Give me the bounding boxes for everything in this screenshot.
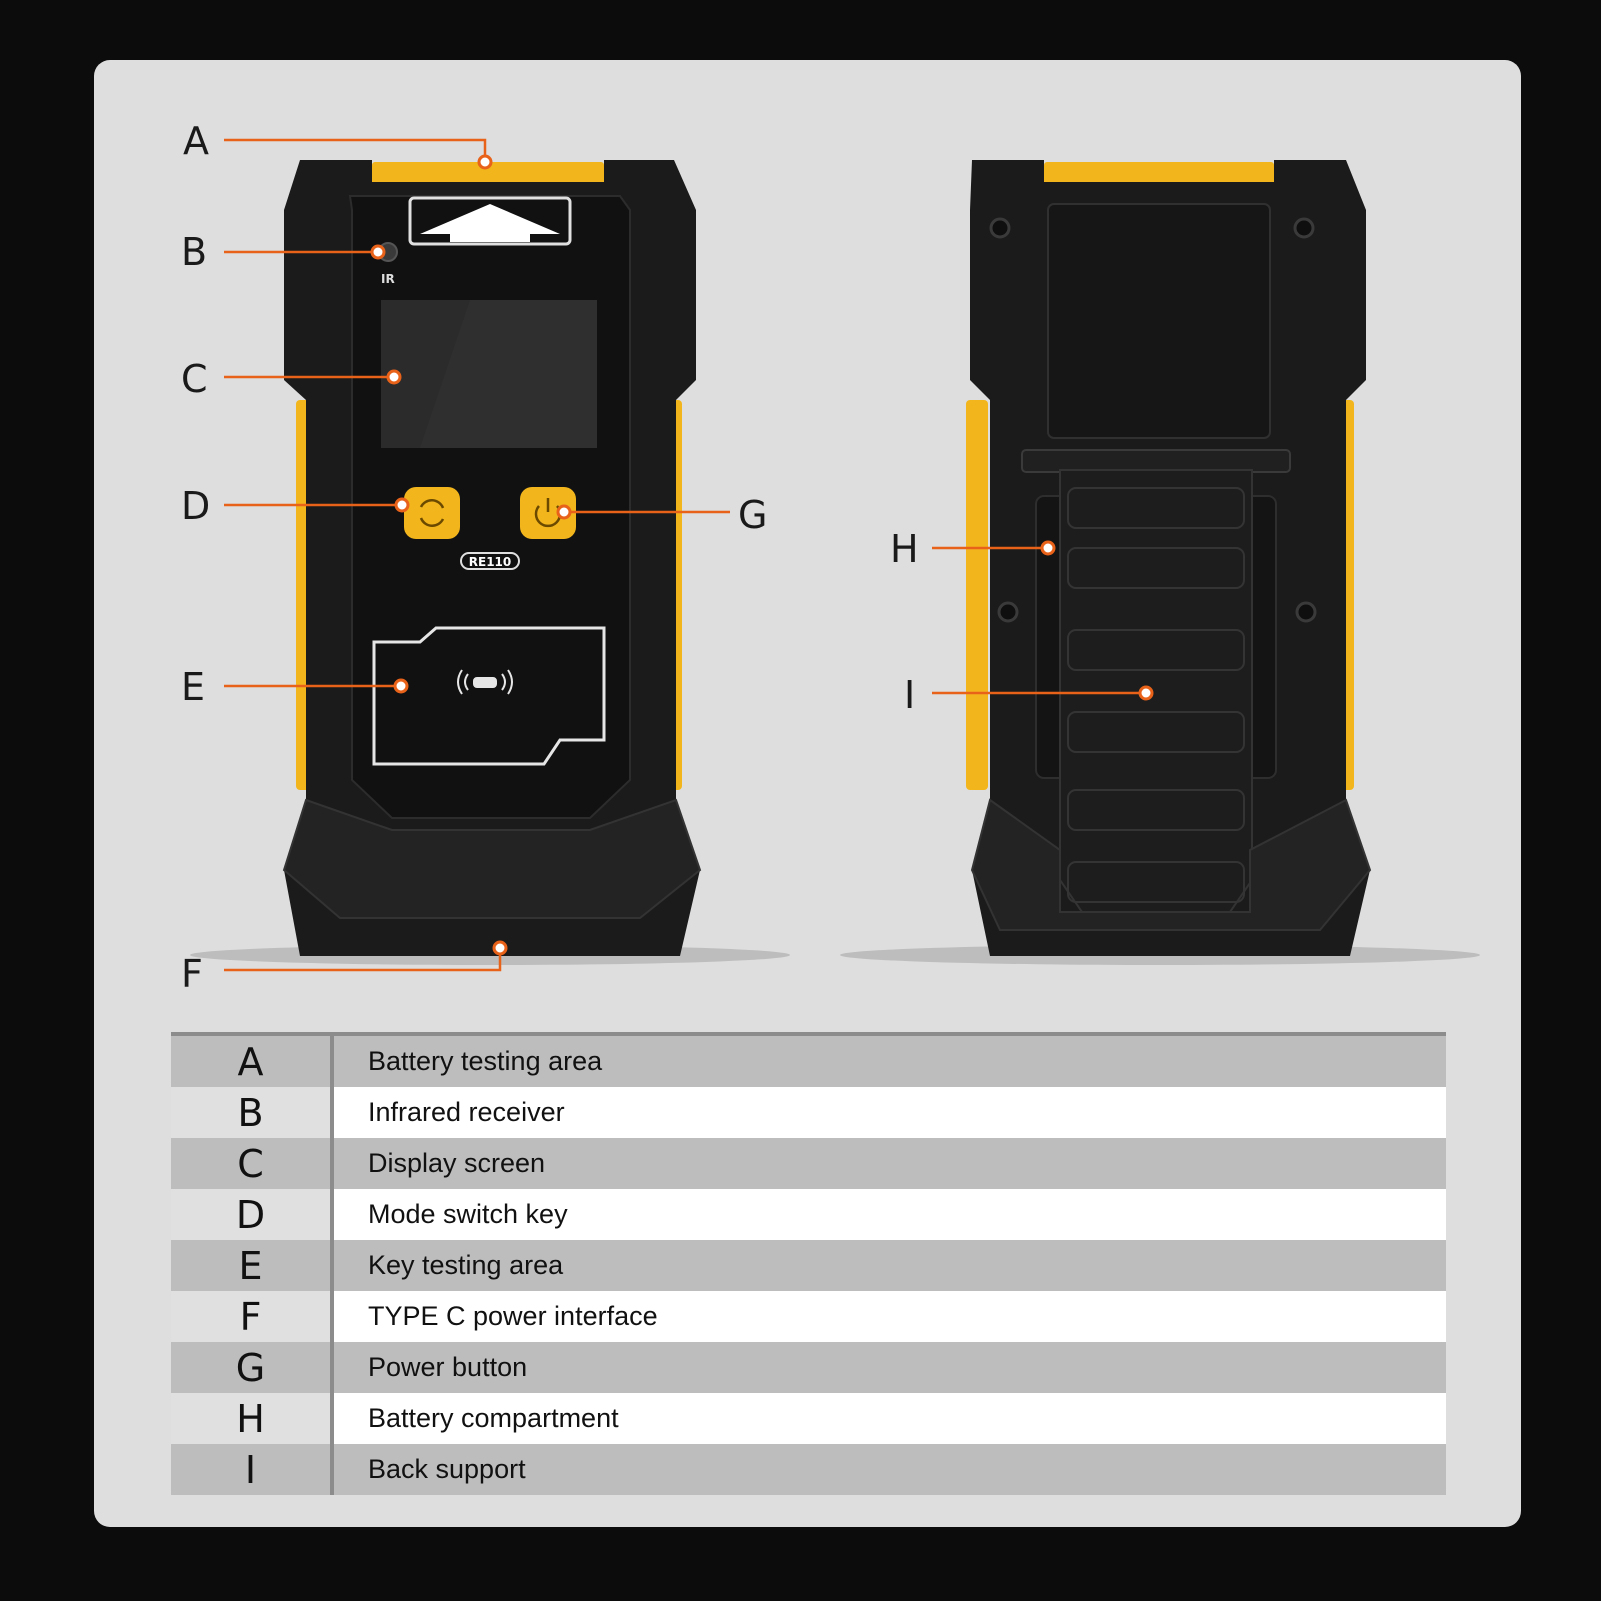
legend-label: Infrared receiver: [332, 1087, 1446, 1138]
arrow-box: [408, 196, 572, 246]
screw-icon: [989, 217, 1011, 239]
ir-label: IR: [381, 272, 395, 286]
front-view: IR RE110: [190, 160, 790, 965]
legend-row: F TYPE C power interface: [171, 1291, 1446, 1342]
legend-key: G: [171, 1342, 334, 1393]
legend-label: Battery testing area: [332, 1032, 1446, 1087]
back-view: [840, 160, 1480, 965]
callout-i: I: [904, 673, 916, 717]
car-key-signal-icon: [457, 669, 513, 695]
legend-key: H: [171, 1393, 334, 1444]
callout-g: G: [738, 493, 768, 537]
front-bumper: [282, 798, 702, 919]
legend-row: B Infrared receiver: [171, 1087, 1446, 1138]
screw-icon: [997, 601, 1019, 623]
support-ribs: [1067, 487, 1245, 903]
legend-key: B: [171, 1087, 334, 1138]
power-button: [520, 487, 576, 539]
legend-row: C Display screen: [171, 1138, 1446, 1189]
key-testing-area: [372, 626, 606, 766]
legend-label: Display screen: [332, 1138, 1446, 1189]
screw-icon: [1295, 601, 1317, 623]
legend-label: Battery compartment: [332, 1393, 1446, 1444]
legend-row: D Mode switch key: [171, 1189, 1446, 1240]
legend-table: A Battery testing area B Infrared receiv…: [171, 1032, 1446, 1495]
legend-row: A Battery testing area: [171, 1032, 1446, 1087]
legend-key: F: [171, 1291, 334, 1342]
leader-dots: [370, 154, 1154, 956]
legend-key: D: [171, 1189, 334, 1240]
back-support: [1059, 469, 1253, 913]
screen-glare: [420, 300, 597, 448]
legend-row: G Power button: [171, 1342, 1446, 1393]
legend-key: C: [171, 1138, 334, 1189]
back-top-accent: [1044, 162, 1274, 186]
mode-switch-key: [404, 487, 460, 539]
hinge: [1021, 449, 1291, 473]
front-face: [348, 195, 631, 819]
legend-label: TYPE C power interface: [332, 1291, 1446, 1342]
callout-e: E: [181, 665, 206, 709]
callout-c: C: [181, 357, 208, 401]
legend-row: H Battery compartment: [171, 1393, 1446, 1444]
legend-row: I Back support: [171, 1444, 1446, 1495]
model-badge: [460, 552, 520, 570]
legend-label: Key testing area: [332, 1240, 1446, 1291]
back-top-panel: [1047, 203, 1271, 439]
legend-label: Mode switch key: [332, 1189, 1446, 1240]
legend-label: Back support: [332, 1444, 1446, 1495]
callout-f: F: [181, 952, 203, 996]
legend-key: E: [171, 1240, 334, 1291]
battery-testing-area: [372, 162, 604, 186]
callout-d: D: [181, 484, 211, 528]
callout-b: B: [181, 230, 208, 274]
screw-icon: [1293, 217, 1315, 239]
legend-row: E Key testing area: [171, 1240, 1446, 1291]
model-label: RE110: [469, 555, 512, 569]
back-bumper: [970, 798, 1372, 931]
legend-key: I: [171, 1444, 334, 1495]
callout-h: H: [890, 527, 919, 571]
back-left-grip: [966, 400, 988, 790]
legend-key: A: [171, 1032, 334, 1087]
callout-a: A: [183, 119, 209, 163]
refresh-icon: [419, 499, 445, 527]
arrow-up-icon: [420, 204, 560, 242]
legend-label: Power button: [332, 1342, 1446, 1393]
